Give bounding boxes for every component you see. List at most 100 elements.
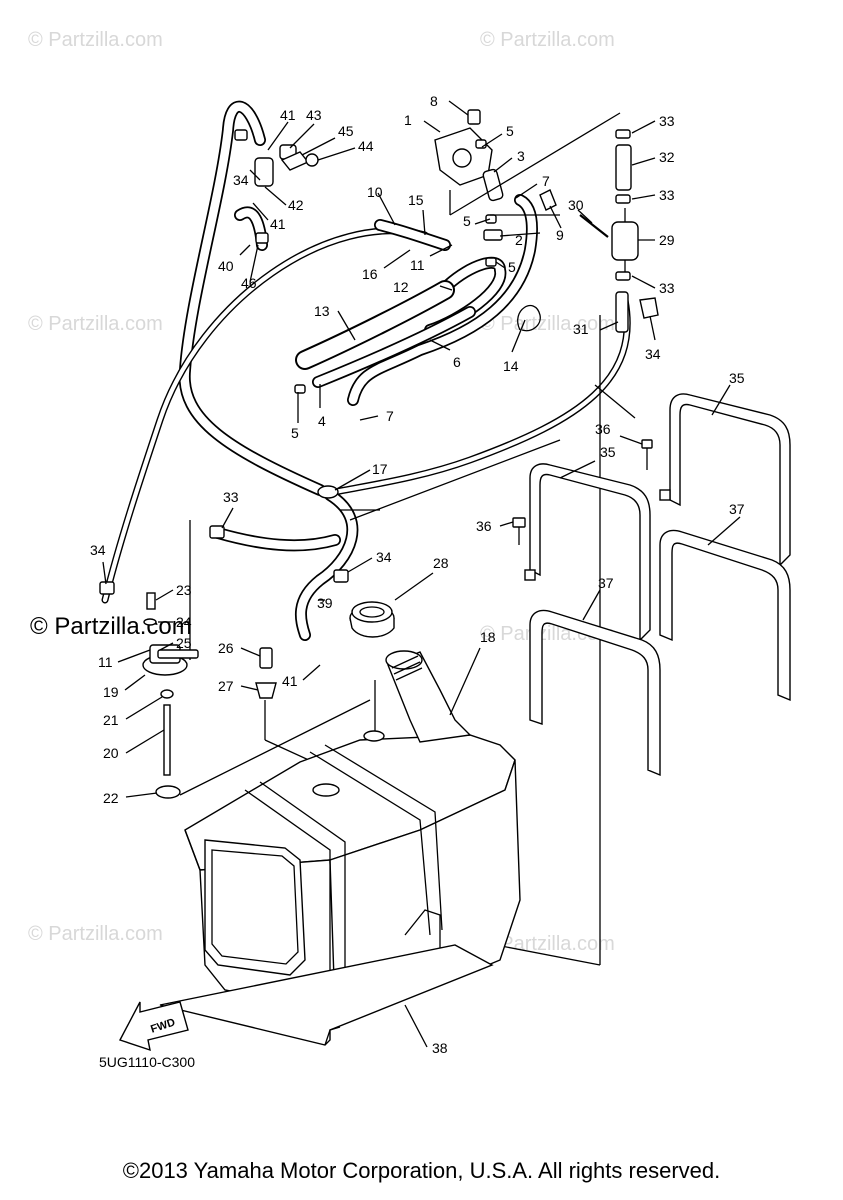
callout-30: 30 bbox=[568, 197, 584, 213]
callout-29: 29 bbox=[659, 232, 675, 248]
callout-36: 36 bbox=[476, 518, 492, 534]
callout-33: 33 bbox=[223, 489, 239, 505]
callout-3: 3 bbox=[517, 148, 525, 164]
callout-23: 23 bbox=[176, 582, 192, 598]
watermark: © Partzilla.com bbox=[28, 29, 163, 51]
callout-41: 41 bbox=[270, 216, 286, 232]
strap-37-back bbox=[659, 529, 791, 702]
callout-28: 28 bbox=[433, 555, 449, 571]
joint-2 bbox=[483, 229, 503, 241]
washer-21 bbox=[160, 689, 174, 699]
callout-1: 1 bbox=[404, 112, 412, 128]
leader-lines bbox=[102, 100, 741, 1048]
watermark: © Partzilla.com bbox=[480, 933, 615, 955]
fuel-tank-18 bbox=[184, 650, 521, 1011]
callout-34: 34 bbox=[233, 172, 249, 188]
fuel-filter-29 bbox=[611, 221, 639, 261]
sender-unit bbox=[99, 581, 199, 799]
callout-16: 16 bbox=[362, 266, 378, 282]
hose-39 bbox=[294, 489, 359, 641]
watermark: © Partzilla.com bbox=[480, 29, 615, 51]
callout-9: 9 bbox=[556, 227, 564, 243]
callout-8: 8 bbox=[430, 93, 438, 109]
fitting-26 bbox=[259, 647, 273, 669]
callout-15: 15 bbox=[408, 192, 424, 208]
callout-22: 22 bbox=[103, 790, 119, 806]
callout-35: 35 bbox=[600, 444, 616, 460]
callout-34: 34 bbox=[645, 346, 661, 362]
hose-31-top bbox=[615, 291, 629, 333]
pipe-20 bbox=[163, 704, 171, 776]
clamp-17 bbox=[317, 485, 339, 499]
bolt-8 bbox=[467, 109, 481, 125]
callout-41: 41 bbox=[282, 673, 298, 689]
callout-45: 45 bbox=[338, 123, 354, 139]
screw-23 bbox=[146, 592, 156, 610]
clamp-34 bbox=[333, 569, 349, 583]
callout-33: 33 bbox=[659, 187, 675, 203]
callout-24: 24 bbox=[176, 614, 192, 630]
callout-13: 13 bbox=[314, 303, 330, 319]
diagram-code: 5UG1110-C300 bbox=[99, 1054, 195, 1070]
callout-33: 33 bbox=[659, 113, 675, 129]
callouts: 1 2 3 4 5 5 5 5 6 7 7 8 9 10 11 11 12 13… bbox=[90, 93, 745, 1056]
oring-22 bbox=[155, 785, 181, 799]
callout-20: 20 bbox=[103, 745, 119, 761]
clip-9 bbox=[539, 189, 557, 211]
callout-2: 2 bbox=[515, 232, 523, 248]
clamp-33 bbox=[209, 525, 225, 539]
nut-44 bbox=[305, 153, 319, 167]
clamp-34 bbox=[99, 581, 115, 595]
clamp-34 bbox=[639, 297, 659, 319]
callout-7: 7 bbox=[542, 173, 550, 189]
strap-37-front bbox=[529, 609, 661, 777]
clip-14 bbox=[517, 304, 541, 332]
callout-11: 11 bbox=[410, 257, 425, 273]
straps bbox=[512, 393, 791, 777]
callout-5: 5 bbox=[508, 259, 516, 275]
callout-17: 17 bbox=[372, 461, 388, 477]
callout-18: 18 bbox=[480, 629, 496, 645]
callout-37: 37 bbox=[729, 501, 745, 517]
callout-44: 44 bbox=[358, 138, 374, 154]
callout-36: 36 bbox=[595, 421, 611, 437]
watermark: © Partzilla.com bbox=[28, 923, 163, 945]
callout-31: 31 bbox=[573, 321, 589, 337]
callout-19: 19 bbox=[103, 684, 119, 700]
watermark: © Partzilla.com bbox=[480, 313, 615, 335]
callout-46: 46 bbox=[241, 275, 257, 291]
callout-33: 33 bbox=[659, 280, 675, 296]
callout-43: 43 bbox=[306, 107, 322, 123]
fwd-arrow: FWD bbox=[118, 1001, 189, 1052]
clamp-46 bbox=[255, 232, 269, 244]
callout-34: 34 bbox=[376, 549, 392, 565]
hose-32 bbox=[615, 144, 632, 191]
watermarks: © Partzilla.com © Partzilla.com © Partzi… bbox=[28, 29, 615, 955]
filter-42 bbox=[254, 157, 274, 187]
callout-4: 4 bbox=[318, 413, 326, 429]
callout-38: 38 bbox=[432, 1040, 448, 1056]
callout-5: 5 bbox=[291, 425, 299, 441]
callout-39: 39 bbox=[317, 595, 333, 611]
callout-5: 5 bbox=[506, 123, 514, 139]
callout-27: 27 bbox=[218, 678, 234, 694]
clamp-33 bbox=[615, 129, 631, 139]
clamp-33 bbox=[615, 271, 631, 281]
callout-42: 42 bbox=[288, 197, 304, 213]
rod-30 bbox=[579, 214, 609, 238]
callout-41: 41 bbox=[280, 107, 296, 123]
callout-21: 21 bbox=[103, 712, 119, 728]
callout-37: 37 bbox=[598, 575, 614, 591]
washer-24 bbox=[143, 618, 157, 626]
copyright-notice: ©2013 Yamaha Motor Corporation, U.S.A. A… bbox=[122, 1158, 721, 1183]
cap-28 bbox=[349, 601, 395, 638]
callout-6: 6 bbox=[453, 354, 461, 370]
callout-25: 25 bbox=[176, 635, 192, 651]
callout-11: 11 bbox=[98, 654, 113, 670]
callout-26: 26 bbox=[218, 640, 234, 656]
callout-40: 40 bbox=[218, 258, 234, 274]
clamp-34 bbox=[234, 129, 248, 141]
callout-10: 10 bbox=[367, 184, 383, 200]
callout-14: 14 bbox=[503, 358, 519, 374]
